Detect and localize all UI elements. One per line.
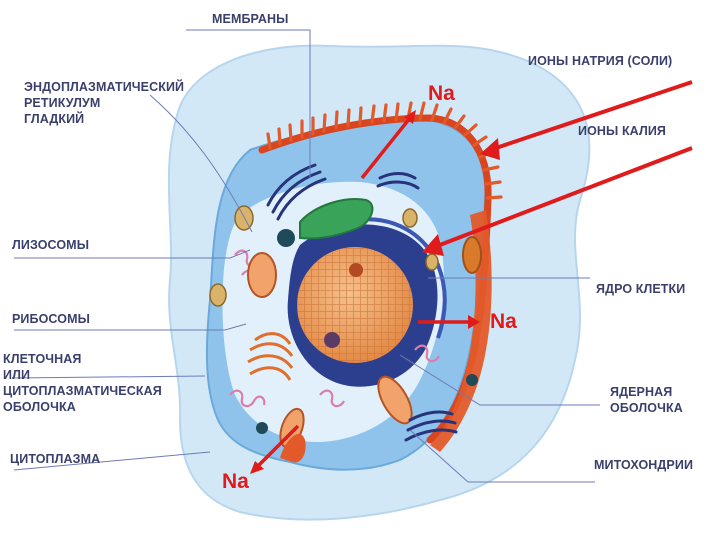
label-er-line1: ЭНДОПЛАЗМАТИЧЕСКИЙ bbox=[24, 80, 185, 94]
lysosome-shapes bbox=[209, 205, 482, 434]
label-nuclear-envelope-line1: ЯДЕРНАЯ bbox=[610, 385, 673, 399]
er-stack-left bbox=[247, 332, 294, 381]
ion-arrows bbox=[422, 80, 693, 256]
label-mitochondria: МИТОХОНДРИИ bbox=[594, 458, 694, 472]
label-cell-membrane-line2: ИЛИ bbox=[3, 368, 31, 382]
membrane-indent bbox=[280, 433, 306, 463]
na-label-top: Na bbox=[428, 82, 455, 105]
label-lysosomes: ЛИЗОСОМЫ bbox=[12, 238, 90, 252]
leader-lines bbox=[13, 29, 600, 483]
microvilli bbox=[266, 101, 503, 200]
label-nucleus: ЯДРО КЛЕТКИ bbox=[596, 282, 686, 296]
golgi-stack-top bbox=[266, 163, 420, 221]
na-arrows bbox=[250, 110, 480, 474]
label-cytoplasm: ЦИТОПЛАЗМА bbox=[10, 452, 101, 466]
label-er-line3: ГЛАДКИЙ bbox=[24, 112, 85, 126]
label-ribosomes: РИБОСОМЫ bbox=[12, 312, 90, 326]
green-organelle bbox=[299, 198, 374, 240]
label-er-line2: РЕТИКУЛУМ bbox=[24, 96, 101, 110]
label-potassium-ions: ИОНЫ КАЛИЯ bbox=[578, 124, 666, 138]
label-cell-membrane-line4: ОБОЛОЧКА bbox=[3, 400, 76, 414]
nucleolus-top bbox=[349, 263, 363, 277]
label-sodium-ions: ИОНЫ НАТРИЯ (СОЛИ) bbox=[528, 54, 673, 68]
label-cell-membrane-line1: КЛЕТОЧНАЯ bbox=[3, 352, 82, 366]
nucleolus-bottom bbox=[324, 332, 340, 348]
label-nuclear-envelope-line2: ОБОЛОЧКА bbox=[610, 401, 683, 415]
na-label-right: Na bbox=[490, 310, 517, 333]
golgi-stack-bottom bbox=[404, 410, 458, 442]
label-membranes: МЕМБРАНЫ bbox=[212, 12, 289, 26]
na-label-bottom: Na bbox=[222, 470, 249, 493]
label-cell-membrane-line3: ЦИТОПЛАЗМАТИЧЕСКАЯ bbox=[3, 384, 162, 398]
